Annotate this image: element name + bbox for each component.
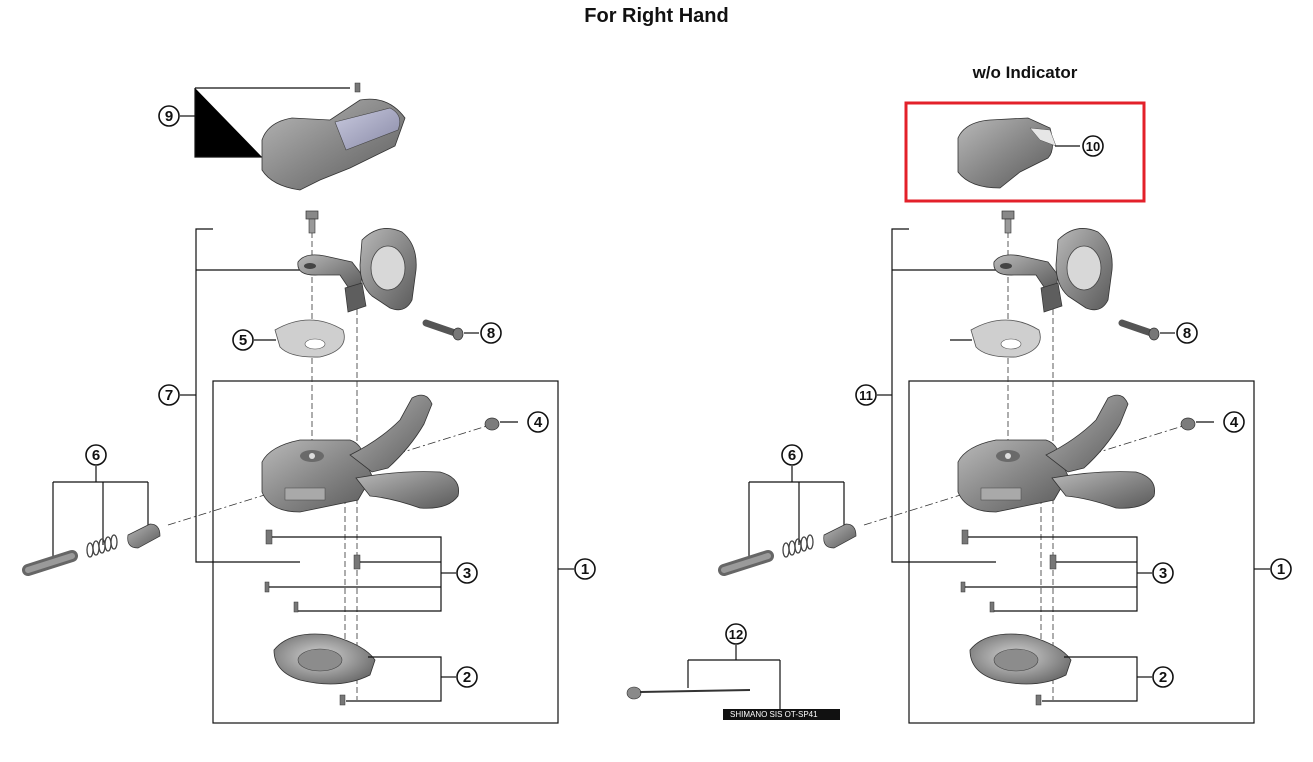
- callout-8-right: 8: [1176, 322, 1198, 344]
- callout-10: 10: [1082, 135, 1104, 157]
- callout-11: 11: [855, 384, 892, 406]
- shift-cable-part: SHIMANO SIS OT-SP41: [626, 645, 840, 720]
- callout-label: 4: [1230, 414, 1239, 431]
- callout-label: 9: [165, 108, 173, 125]
- callout-12: 12: [725, 623, 747, 645]
- callout-label: 3: [463, 565, 471, 582]
- callout-label: 1: [1277, 561, 1285, 578]
- callout-4-right: 4: [1223, 411, 1245, 433]
- callout-label: 12: [729, 627, 743, 642]
- callout-label: 8: [487, 325, 495, 342]
- callout-label: 2: [463, 669, 471, 686]
- callout-8: 8: [480, 322, 502, 344]
- callout-2-right: 2: [1152, 666, 1174, 688]
- left-shifter-assembly: [28, 211, 574, 723]
- callout-7: 7: [158, 384, 196, 406]
- callout-label: 6: [92, 447, 100, 464]
- highlight-box: [904, 101, 1146, 203]
- callout-4: 4: [527, 411, 549, 433]
- callout-label: 11: [859, 388, 873, 403]
- callout-label: 7: [165, 387, 173, 404]
- callout-label: 1: [581, 561, 589, 578]
- section-title-without-indicator: w/o Indicator: [972, 63, 1078, 82]
- callout-2: 2: [456, 666, 478, 688]
- page-title: For Right Hand: [584, 5, 729, 27]
- callout-3: 3: [456, 562, 478, 584]
- right-shifter-assembly: [724, 211, 1270, 723]
- callout-label: 5: [239, 332, 247, 349]
- indicator-cover-part: [180, 82, 406, 191]
- callout-1-right: 1: [1270, 558, 1292, 580]
- callout-5: 5: [232, 329, 254, 351]
- callout-label: 10: [1086, 139, 1100, 154]
- callout-label: 6: [788, 447, 796, 464]
- cover-without-indicator-part: [957, 117, 1080, 189]
- callout-label: 3: [1159, 565, 1167, 582]
- cable-housing-print: SHIMANO SIS OT-SP41: [730, 710, 818, 719]
- callout-6: 6: [85, 444, 107, 466]
- callout-label: 4: [534, 414, 543, 431]
- callout-6-right: 6: [781, 444, 803, 466]
- callout-label: 2: [1159, 669, 1167, 686]
- callout-label: 8: [1183, 325, 1191, 342]
- callout-3-right: 3: [1152, 562, 1174, 584]
- callout-9: 9: [158, 105, 180, 127]
- callout-1: 1: [574, 558, 596, 580]
